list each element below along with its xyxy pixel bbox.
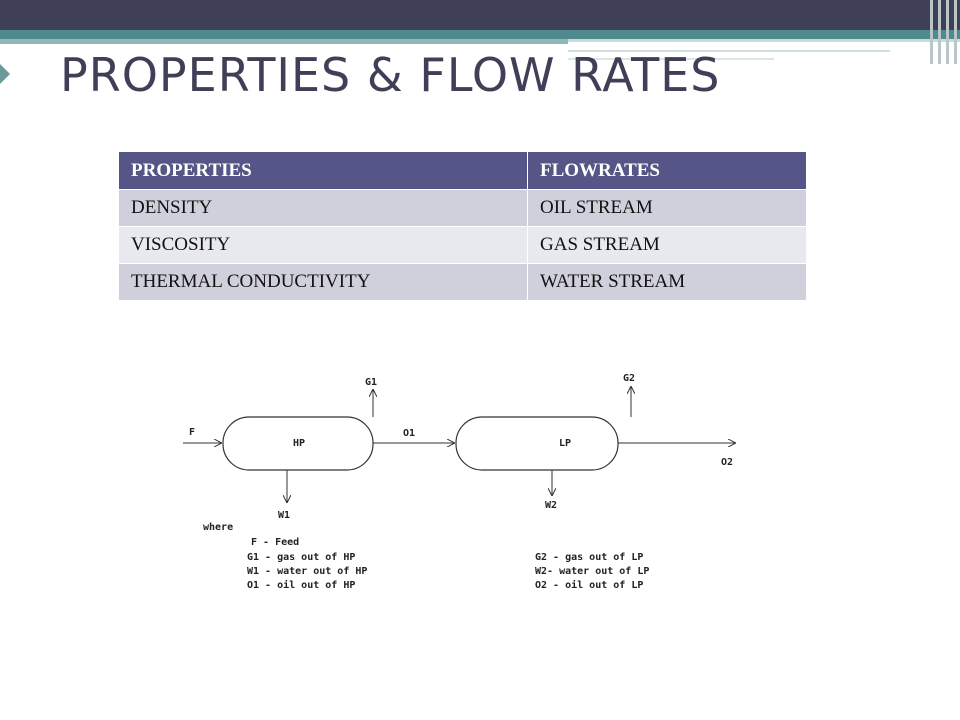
g1-label: G1 bbox=[365, 377, 377, 388]
legend-item: F - Feed bbox=[251, 537, 299, 548]
table-row: THERMAL CONDUCTIVITY WATER STREAM bbox=[119, 264, 807, 301]
table-cell: OIL STREAM bbox=[528, 190, 807, 227]
header-stripe bbox=[946, 0, 949, 64]
o1-label: O1 bbox=[403, 428, 415, 439]
w2-label: W2 bbox=[545, 500, 557, 511]
header-stripe bbox=[930, 0, 933, 64]
feed-label: F bbox=[189, 427, 195, 438]
hp-vessel-label: HP bbox=[293, 438, 305, 449]
o2-label: O2 bbox=[721, 457, 733, 468]
table-cell: GAS STREAM bbox=[528, 227, 807, 264]
legend-item: W1 - water out of HP bbox=[247, 566, 367, 577]
slide-bullet-marker bbox=[0, 64, 10, 84]
header-bar-teal-light bbox=[0, 39, 568, 44]
legend-item: O2 - oil out of LP bbox=[535, 579, 643, 591]
header-bar-teal bbox=[0, 30, 960, 39]
table-cell: THERMAL CONDUCTIVITY bbox=[119, 264, 528, 301]
legend-item: W2- water out of LP bbox=[535, 566, 649, 577]
table-row: VISCOSITY GAS STREAM bbox=[119, 227, 807, 264]
legend-item: G1 - gas out of HP bbox=[247, 552, 355, 563]
header-stripe bbox=[954, 0, 957, 64]
table-cell: VISCOSITY bbox=[119, 227, 528, 264]
table-cell: WATER STREAM bbox=[528, 264, 807, 301]
table-header-row: PROPERTIES FLOWRATES bbox=[119, 152, 807, 190]
legend-where: where bbox=[203, 522, 233, 533]
column-header-flowrates: FLOWRATES bbox=[528, 152, 807, 190]
table-cell: DENSITY bbox=[119, 190, 528, 227]
header-line bbox=[568, 50, 890, 52]
header-bar-teal-pale bbox=[568, 39, 960, 42]
table-row: DENSITY OIL STREAM bbox=[119, 190, 807, 227]
separator-flow-diagram: HP LP F G1 W1 O1 G2 W2 O2 where F - Feed… bbox=[175, 360, 745, 600]
lp-vessel-label: LP bbox=[559, 438, 571, 449]
g2-label: G2 bbox=[623, 373, 635, 384]
column-header-properties: PROPERTIES bbox=[119, 152, 528, 190]
header-line bbox=[568, 58, 774, 60]
legend-item: G2 - gas out of LP bbox=[535, 552, 643, 563]
w1-label: W1 bbox=[278, 510, 290, 521]
slide-title: PROPERTIES & FLOW RATES bbox=[60, 48, 721, 102]
header-stripe bbox=[938, 0, 941, 64]
legend-item: O1 - oil out of HP bbox=[247, 579, 355, 591]
header-bar-dark bbox=[0, 0, 960, 30]
properties-table: PROPERTIES FLOWRATES DENSITY OIL STREAM … bbox=[119, 152, 807, 301]
